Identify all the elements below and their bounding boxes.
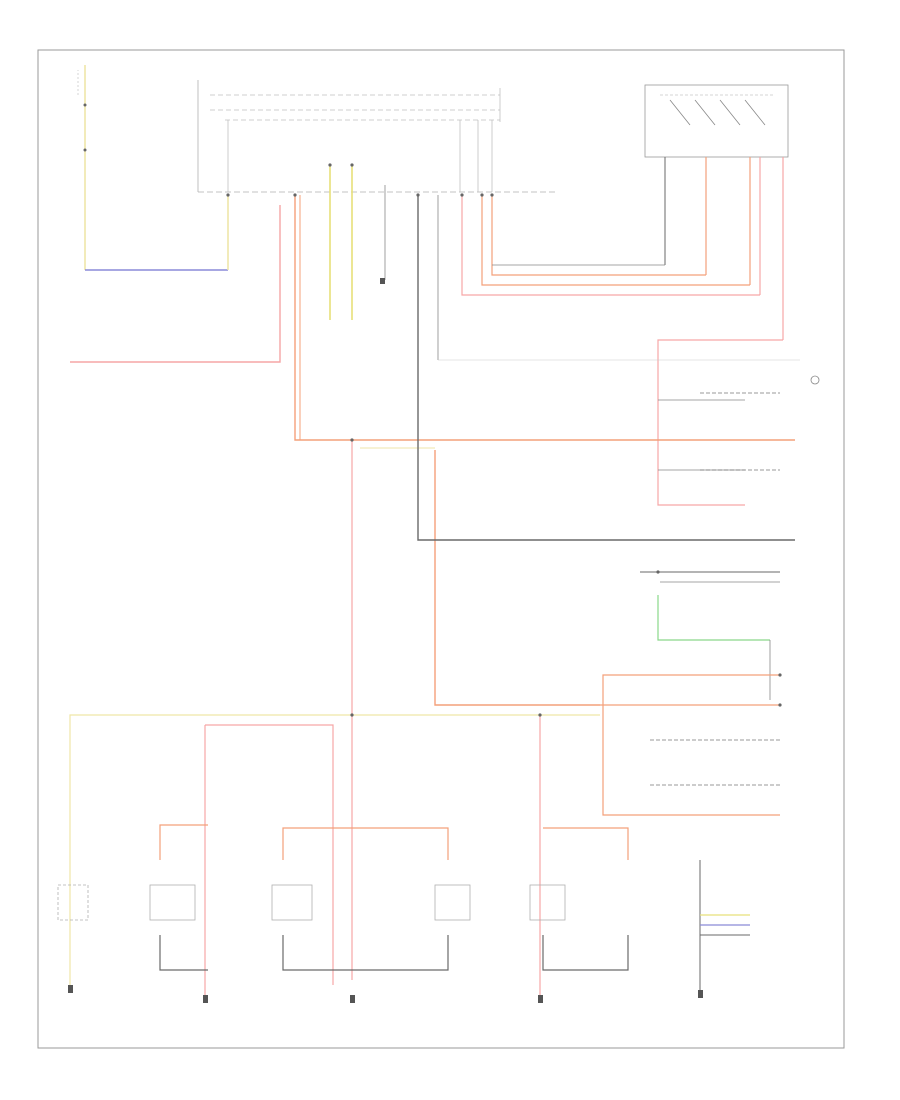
- diagram-border: [37, 49, 845, 1049]
- right-connectors: [602, 375, 820, 816]
- main-harness: [70, 195, 795, 980]
- switch-assembly-box: [644, 84, 789, 340]
- module-box: [529, 884, 566, 921]
- lower-distribution: [69, 714, 629, 1000]
- lower-modules: [57, 884, 566, 921]
- central-junction-box: [197, 80, 558, 193]
- connector-dots: [226, 163, 782, 717]
- fuse-box-group: [77, 65, 229, 271]
- module-box: [57, 884, 89, 921]
- top-harness-wires: [461, 195, 783, 506]
- module-box: [271, 884, 313, 921]
- bottom-right-switch: [699, 860, 750, 990]
- module-box: [149, 884, 196, 921]
- dark-ground-wire: [384, 185, 800, 541]
- module-box: [434, 884, 471, 921]
- ground-symbols: [68, 278, 703, 1003]
- yellow-wires: [329, 165, 353, 320]
